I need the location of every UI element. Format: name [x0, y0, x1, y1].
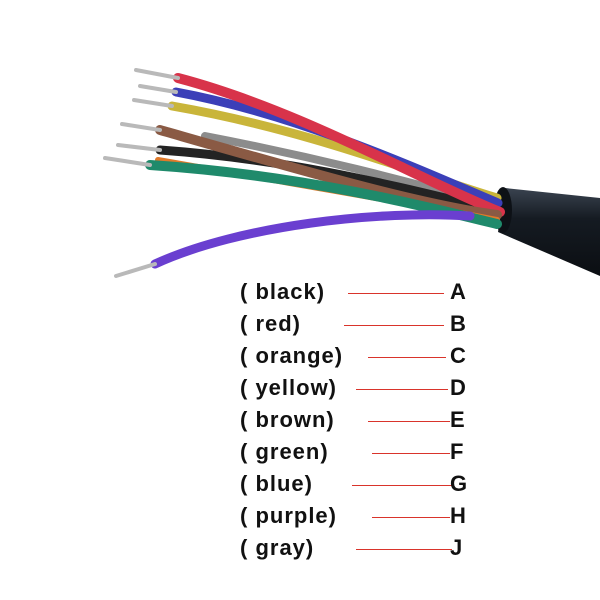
- leader-line: [344, 325, 444, 326]
- pin-letter: G: [450, 471, 468, 496]
- color-label: ( green): [240, 439, 329, 464]
- cable-jacket: [498, 188, 600, 276]
- legend-row: ( green) F: [0, 438, 600, 466]
- color-label: ( blue): [240, 471, 313, 496]
- legend-row: ( blue) G: [0, 470, 600, 498]
- legend-row: ( red) B: [0, 310, 600, 338]
- legend-row: ( purple) H: [0, 502, 600, 530]
- color-label: ( gray): [240, 535, 315, 560]
- pin-letter: H: [450, 503, 466, 528]
- cable-illustration: [103, 68, 600, 278]
- pin-letter: J: [450, 535, 463, 560]
- legend-row: ( gray) J: [0, 534, 600, 562]
- tip-brown: [120, 122, 162, 132]
- leader-line: [368, 357, 446, 358]
- tip-black: [116, 143, 162, 152]
- leader-line: [352, 485, 452, 486]
- tip-yellow: [132, 98, 174, 108]
- color-label: ( black): [240, 279, 326, 304]
- legend-row: ( black) A: [0, 278, 600, 306]
- pin-letter: F: [450, 439, 464, 464]
- tip-purple: [114, 262, 157, 278]
- legend-row: ( orange) C: [0, 342, 600, 370]
- pin-letter: C: [450, 343, 466, 368]
- pin-letter: E: [450, 407, 465, 432]
- tip-blue: [138, 84, 178, 94]
- legend-row: ( yellow) D: [0, 374, 600, 402]
- leader-line: [348, 293, 444, 294]
- leader-line: [368, 421, 450, 422]
- tip-red: [134, 68, 180, 80]
- wire-purple: [150, 210, 475, 269]
- color-label: ( purple): [240, 503, 337, 528]
- leader-line: [356, 549, 452, 550]
- wire-black: [155, 145, 500, 215]
- legend-row: ( brown) E: [0, 406, 600, 434]
- color-label: ( brown): [240, 407, 335, 432]
- leader-line: [372, 517, 450, 518]
- tip-green: [103, 156, 152, 167]
- pin-letter: D: [450, 375, 466, 400]
- conductor-tips: [103, 68, 180, 278]
- color-label: ( orange): [240, 343, 344, 368]
- color-label: ( yellow): [240, 375, 338, 400]
- wire-bundle: [145, 73, 505, 269]
- pin-letter: B: [450, 311, 466, 336]
- color-label: ( red): [240, 311, 301, 336]
- pin-letter: A: [450, 279, 466, 304]
- wire-brown: [155, 125, 502, 220]
- leader-line: [372, 453, 450, 454]
- wire-red: [173, 73, 505, 217]
- leader-line: [356, 389, 448, 390]
